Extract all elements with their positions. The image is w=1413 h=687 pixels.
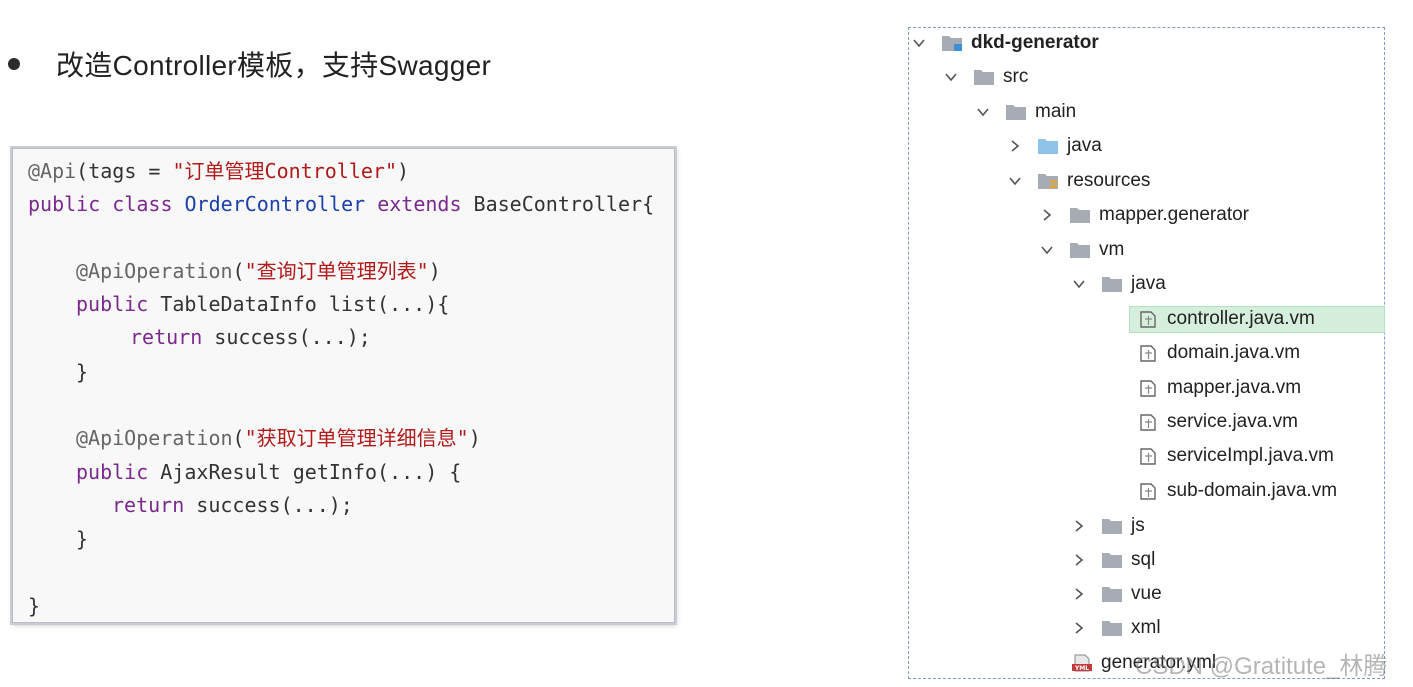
folder-icon: [1069, 206, 1091, 224]
tree-item-xml[interactable]: xml: [1071, 613, 1161, 643]
tree-file-domain[interactable]: domain.java.vm: [1137, 338, 1300, 368]
tree-item-java-source[interactable]: java: [1007, 131, 1102, 161]
resources-folder-icon: [1037, 172, 1059, 190]
source-folder-icon: [1037, 137, 1059, 155]
bullet-text: 改造Controller模板，支持Swagger: [56, 50, 492, 81]
chevron-right-icon[interactable]: [1071, 518, 1087, 534]
template-file-icon: [1137, 482, 1159, 500]
chevron-right-icon[interactable]: [1071, 586, 1087, 602]
tree-item-main[interactable]: main: [975, 97, 1076, 127]
chevron-down-icon[interactable]: [1039, 242, 1055, 258]
folder-icon: [1101, 585, 1123, 603]
chevron-down-icon[interactable]: [975, 104, 991, 120]
tree-file-generator-yml[interactable]: YML generator.yml: [1071, 648, 1216, 678]
template-file-icon: [1137, 447, 1159, 465]
bullet-heading: 改造Controller模板，支持Swagger: [8, 44, 491, 84]
folder-icon: [1005, 103, 1027, 121]
tree-item-vm-java[interactable]: java: [1071, 269, 1166, 299]
tree-item-vue[interactable]: vue: [1071, 579, 1162, 609]
code-line-1: @Api(tags = "订单管理Controller"): [28, 159, 410, 183]
tree-item-vm[interactable]: vm: [1039, 235, 1124, 265]
folder-icon: [1101, 275, 1123, 293]
code-line-7: @ApiOperation("获取订单管理详细信息"): [76, 426, 481, 450]
code-block: @Api(tags = "订单管理Controller") public cla…: [12, 148, 675, 623]
bullet-dot-icon: [8, 58, 20, 70]
tree-file-subdomain[interactable]: sub-domain.java.vm: [1137, 476, 1337, 506]
template-file-icon: [1137, 310, 1159, 328]
tree-file-serviceimpl[interactable]: serviceImpl.java.vm: [1137, 441, 1334, 471]
selected-row-highlight: [1129, 306, 1385, 333]
chevron-down-icon[interactable]: [911, 35, 927, 51]
code-line-4: public TableDataInfo list(...){: [76, 292, 450, 316]
template-file-icon: [1137, 379, 1159, 397]
tree-file-controller[interactable]: controller.java.vm: [1137, 304, 1315, 334]
code-line-11: }: [28, 594, 41, 618]
code-line-6: }: [76, 360, 89, 384]
tree-item-mapper-generator[interactable]: mapper.generator: [1039, 200, 1249, 230]
module-folder-icon: [941, 34, 963, 52]
code-line-2: public class OrderController extends Bas…: [28, 192, 655, 216]
tree-file-service[interactable]: service.java.vm: [1137, 407, 1298, 437]
chevron-down-icon[interactable]: [1007, 173, 1023, 189]
tree-item-js[interactable]: js: [1071, 511, 1145, 541]
template-file-icon: [1137, 413, 1159, 431]
tree-item-root[interactable]: dkd-generator: [911, 28, 1099, 58]
chevron-right-icon[interactable]: [1071, 620, 1087, 636]
yml-file-icon: YML: [1071, 654, 1093, 672]
tree-item-resources[interactable]: resources: [1007, 166, 1150, 196]
chevron-right-icon[interactable]: [1007, 138, 1023, 154]
folder-icon: [973, 68, 995, 86]
folder-icon: [1101, 517, 1123, 535]
tree-file-mapper[interactable]: mapper.java.vm: [1137, 373, 1301, 403]
chevron-right-icon[interactable]: [1039, 207, 1055, 223]
chevron-down-icon[interactable]: [943, 69, 959, 85]
tree-item-sql[interactable]: sql: [1071, 545, 1155, 575]
folder-icon: [1069, 241, 1091, 259]
tree-item-src[interactable]: src: [943, 62, 1028, 92]
code-line-5: return success(...);: [130, 325, 371, 349]
yml-badge: YML: [1074, 665, 1089, 672]
chevron-down-icon[interactable]: [1071, 276, 1087, 292]
code-line-10: }: [76, 527, 89, 551]
folder-icon: [1101, 551, 1123, 569]
folder-icon: [1101, 619, 1123, 637]
code-line-8: public AjaxResult getInfo(...) {: [76, 460, 462, 484]
code-line-3: @ApiOperation("查询订单管理列表"): [76, 259, 441, 283]
chevron-right-icon[interactable]: [1071, 552, 1087, 568]
template-file-icon: [1137, 344, 1159, 362]
code-line-9: return success(...);: [112, 493, 353, 517]
watermark: CSDN @Gratitute_林腾: [1135, 653, 1388, 680]
